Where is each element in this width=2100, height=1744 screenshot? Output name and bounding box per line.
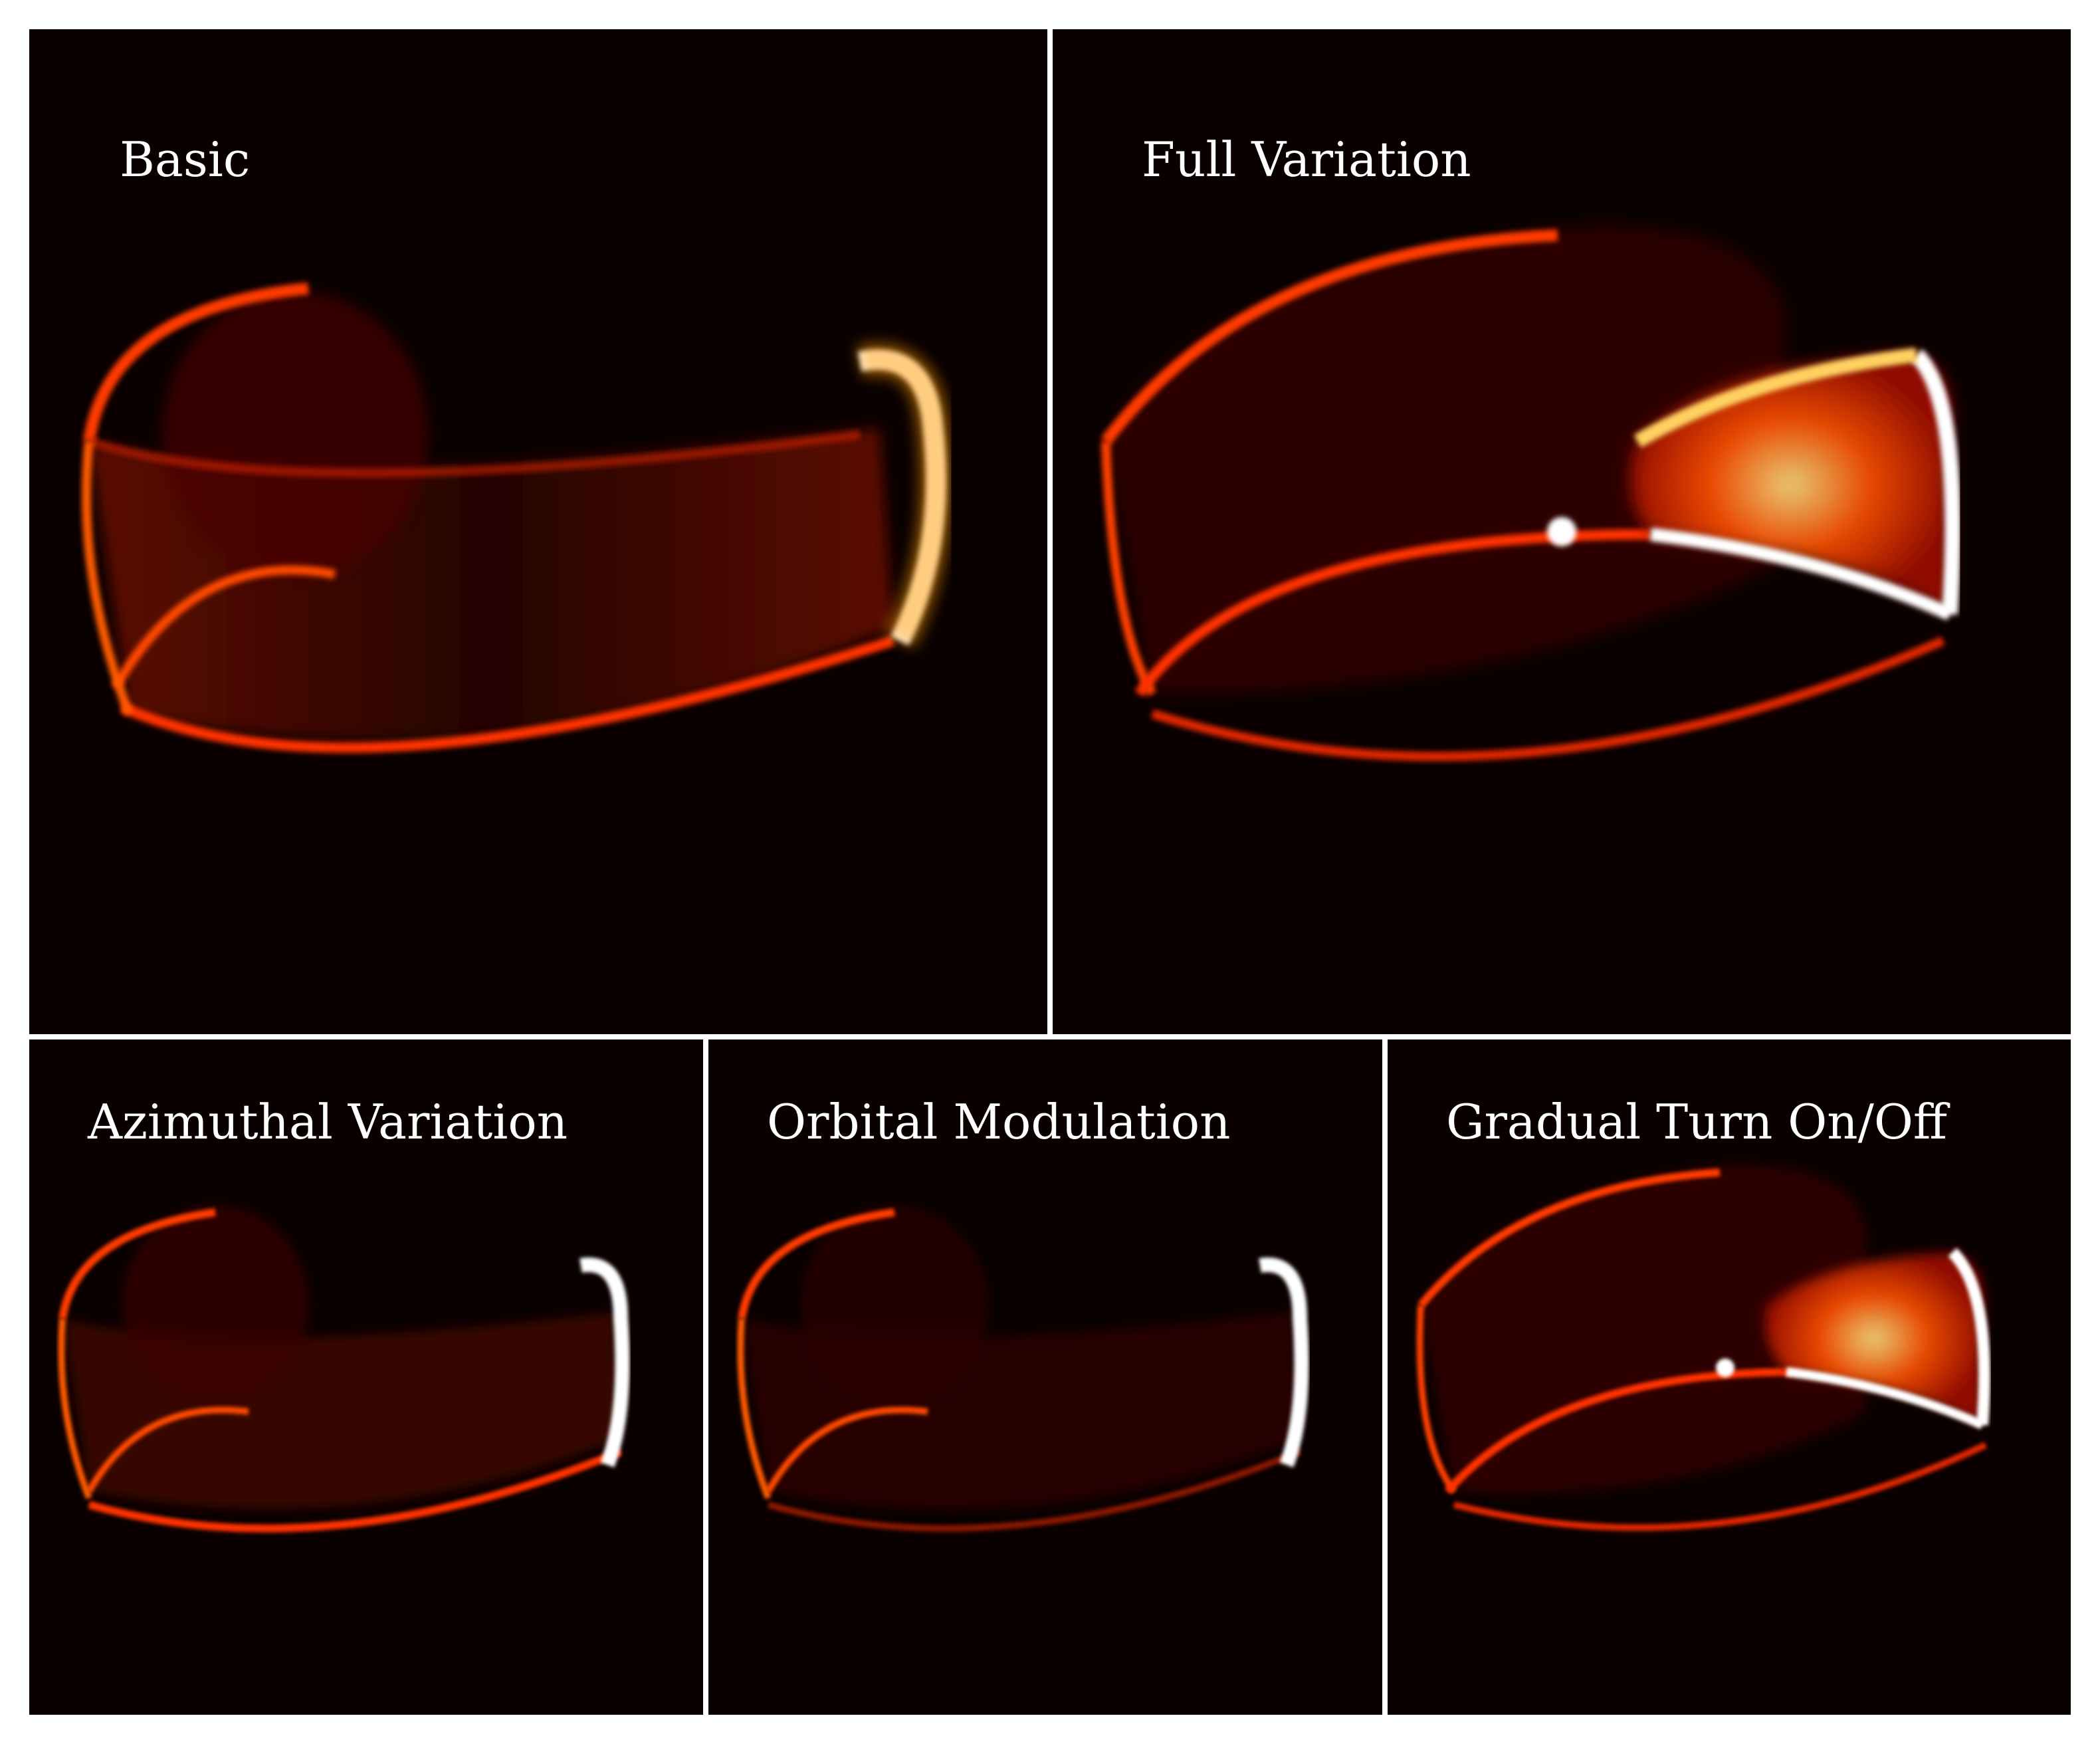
panel-basic: Basic xyxy=(29,29,1047,1034)
ring-render-gradual-turn-on-off xyxy=(1416,1165,1990,1531)
panel-full-variation: Full Variation xyxy=(1053,29,2071,1034)
ring-render-orbital-modulation xyxy=(737,1206,1309,1532)
panel-azimuthal-variation: Azimuthal Variation xyxy=(29,1039,703,1715)
panel-title: Basic xyxy=(120,132,251,187)
panel-title: Gradual Turn On/Off xyxy=(1446,1094,1948,1150)
panel-title: Orbital Modulation xyxy=(767,1094,1231,1150)
ring-render-azimuthal-variation xyxy=(58,1206,630,1533)
panel-title: Full Variation xyxy=(1142,132,1471,187)
panel-gradual-turn-on-off: Gradual Turn On/Off xyxy=(1388,1039,2071,1715)
panel-title: Azimuthal Variation xyxy=(88,1094,568,1150)
panel-orbital-modulation: Orbital Modulation xyxy=(708,1039,1382,1715)
ring-render-full-variation xyxy=(1101,227,1961,762)
ring-render-basic xyxy=(82,282,953,753)
